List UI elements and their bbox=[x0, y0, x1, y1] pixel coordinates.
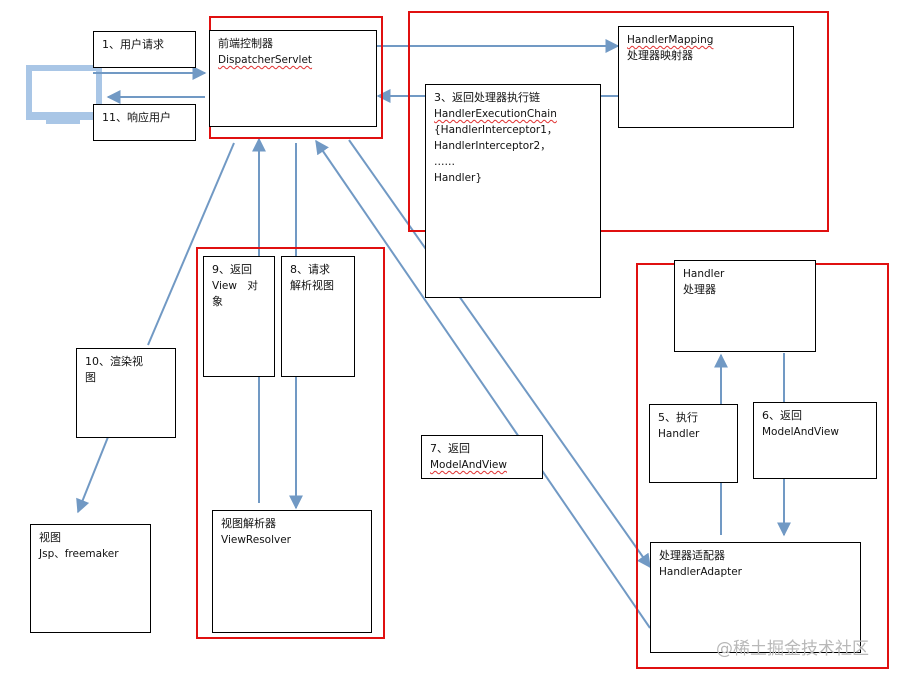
execution-chain-box: 3、返回处理器执行链 HandlerExecutionChain {Handle… bbox=[425, 84, 601, 298]
step5-box: 5、执行 Handler bbox=[649, 404, 738, 483]
dispatcher-servlet-box: 前端控制器 DispatcherServlet bbox=[209, 30, 377, 127]
user-response-text: 11、响应用户 bbox=[102, 111, 171, 124]
step10-text: 图 bbox=[85, 371, 96, 384]
resolver-highlight bbox=[196, 247, 385, 639]
step10-box: 10、渲染视 图 bbox=[76, 348, 176, 438]
step5-text: 5、执行 bbox=[658, 411, 698, 424]
execution-chain-line: {HandlerInterceptor1， bbox=[434, 124, 558, 136]
monitor-icon bbox=[26, 65, 102, 124]
user-request-text: 1、用户请求 bbox=[102, 38, 164, 51]
watermark: @稀土掘金技术社区 bbox=[716, 639, 869, 659]
view-resolver-box: 视图解析器 ViewResolver bbox=[212, 510, 372, 633]
execution-chain-line: HandlerExecutionChain bbox=[434, 108, 557, 120]
handler-en: Handler bbox=[683, 268, 725, 280]
arrow-to-adapter bbox=[348, 139, 651, 569]
step8-text: 8、请求 bbox=[290, 263, 330, 276]
step7-text: 7、返回 bbox=[430, 442, 470, 455]
user-request-label: 1、用户请求 bbox=[93, 31, 196, 68]
execution-chain-line: Handler} bbox=[434, 172, 483, 184]
step7-box: 7、返回 ModelAndView bbox=[421, 435, 543, 479]
dispatcher-cn: 前端控制器 bbox=[218, 37, 273, 50]
view-resolver-en: ViewResolver bbox=[221, 534, 292, 546]
step7-text: ModelAndView bbox=[430, 459, 507, 471]
execution-chain-line: …… bbox=[434, 156, 455, 168]
arrow-to-view bbox=[76, 436, 109, 514]
step6-text: 6、返回 bbox=[762, 409, 802, 422]
step6-text: ModelAndView bbox=[762, 426, 839, 438]
step9-text: 象 bbox=[212, 295, 223, 308]
view-cn: 视图 bbox=[39, 531, 61, 544]
handler-mapping-cn: 处理器映射器 bbox=[627, 49, 693, 62]
execution-chain-title: 3、返回处理器执行链 bbox=[434, 91, 540, 104]
handler-box: Handler 处理器 bbox=[674, 260, 816, 352]
adapter-en: HandlerAdapter bbox=[659, 566, 743, 578]
line-render-view bbox=[147, 142, 235, 346]
step10-text: 10、渲染视 bbox=[85, 355, 143, 368]
view-en: Jsp、freemaker bbox=[39, 548, 119, 560]
adapter-cn: 处理器适配器 bbox=[659, 549, 725, 562]
dispatcher-en: DispatcherServlet bbox=[218, 54, 313, 66]
view-box: 视图 Jsp、freemaker bbox=[30, 524, 151, 633]
handler-cn: 处理器 bbox=[683, 283, 716, 296]
step6-box: 6、返回 ModelAndView bbox=[753, 402, 877, 479]
step9-text: 9、返回 bbox=[212, 263, 252, 276]
execution-chain-line: HandlerInterceptor2， bbox=[434, 140, 551, 152]
handler-adapter-box: 处理器适配器 HandlerAdapter bbox=[650, 542, 861, 653]
step5-text: Handler bbox=[658, 428, 700, 440]
step8-text: 解析视图 bbox=[290, 279, 334, 292]
handler-mapping-box: HandlerMapping 处理器映射器 bbox=[618, 26, 794, 128]
step9-box: 9、返回 View 对 象 bbox=[203, 256, 275, 377]
view-resolver-cn: 视图解析器 bbox=[221, 517, 276, 530]
step9-text: View 对 bbox=[212, 280, 258, 292]
user-response-label: 11、响应用户 bbox=[93, 104, 196, 141]
arrow-return-modelandview bbox=[315, 139, 651, 629]
mapping-highlight bbox=[408, 11, 829, 232]
step8-box: 8、请求 解析视图 bbox=[281, 256, 355, 377]
handler-mapping-en: HandlerMapping bbox=[627, 34, 714, 46]
